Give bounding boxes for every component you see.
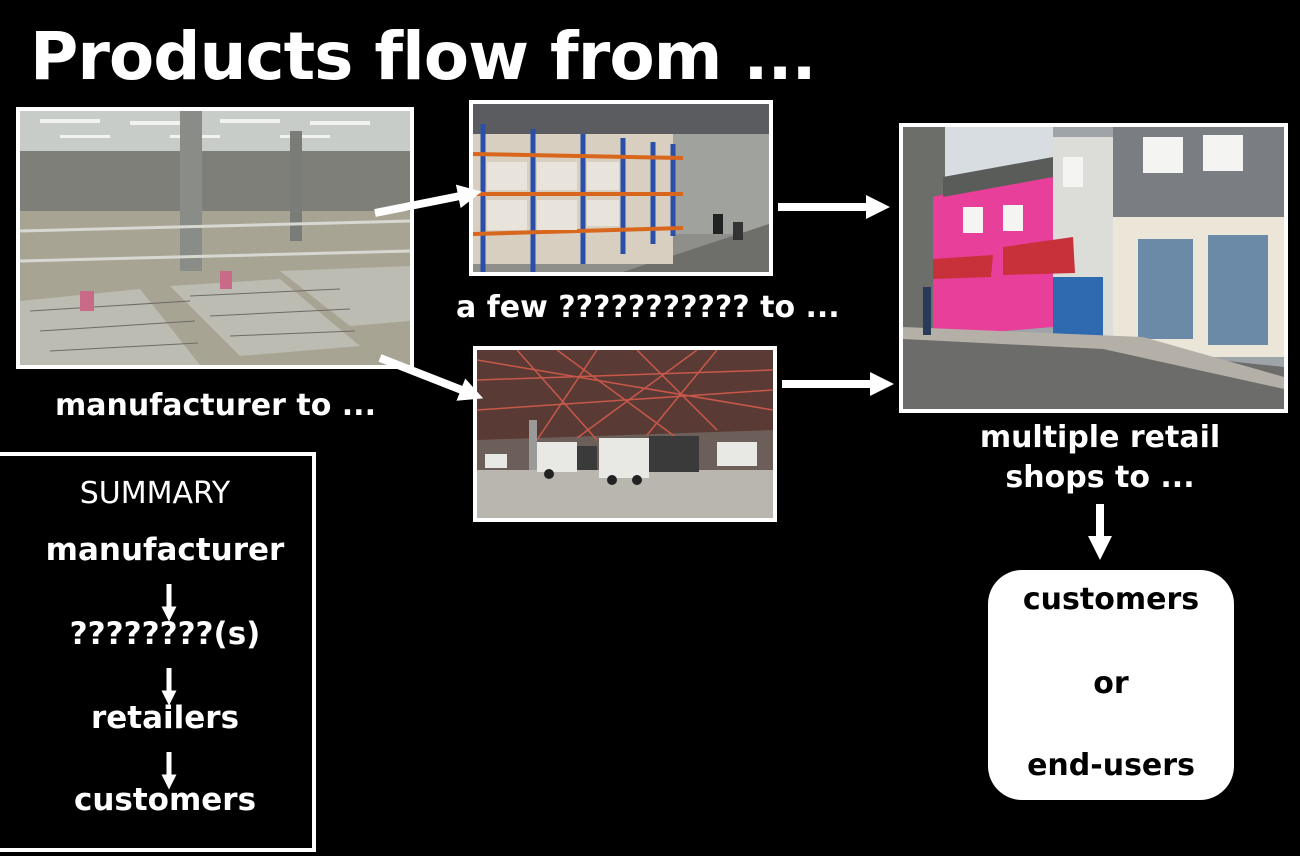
caption-retail-line1: multiple retail [979,420,1221,455]
caption-wholesalers: a few ??????????? to ... [456,290,840,325]
end-item-or: or [1093,666,1129,701]
summary-arrows [161,584,177,790]
end-item-end-users: end-users [1027,748,1195,783]
end-users-box: customers or end-users [988,570,1234,800]
depot-trucks-photo [473,346,777,522]
caption-manufacturer: manufacturer to ... [55,388,376,423]
arrow-factory-to-warehouse [374,184,482,217]
summary-step-manufacturer: manufacturer [45,532,285,568]
end-item-customers: customers [1022,582,1200,617]
slide-title: Products flow from ... [30,18,817,95]
caption-retail-line2: shops to ... [1005,460,1195,495]
summary-box: SUMMARY manufacturer ????????(s) retaile… [0,452,316,852]
flow-arrows [374,184,1112,560]
warehouse-racks-photo [469,100,773,276]
factory-photo [16,107,414,369]
retail-shops-photo [899,123,1288,413]
summary-step-intermediary: ????????(s) [69,616,261,652]
summary-heading: SUMMARY [79,476,231,511]
summary-step-retailers: retailers [90,700,240,736]
arrow-factory-to-depot [378,354,484,401]
